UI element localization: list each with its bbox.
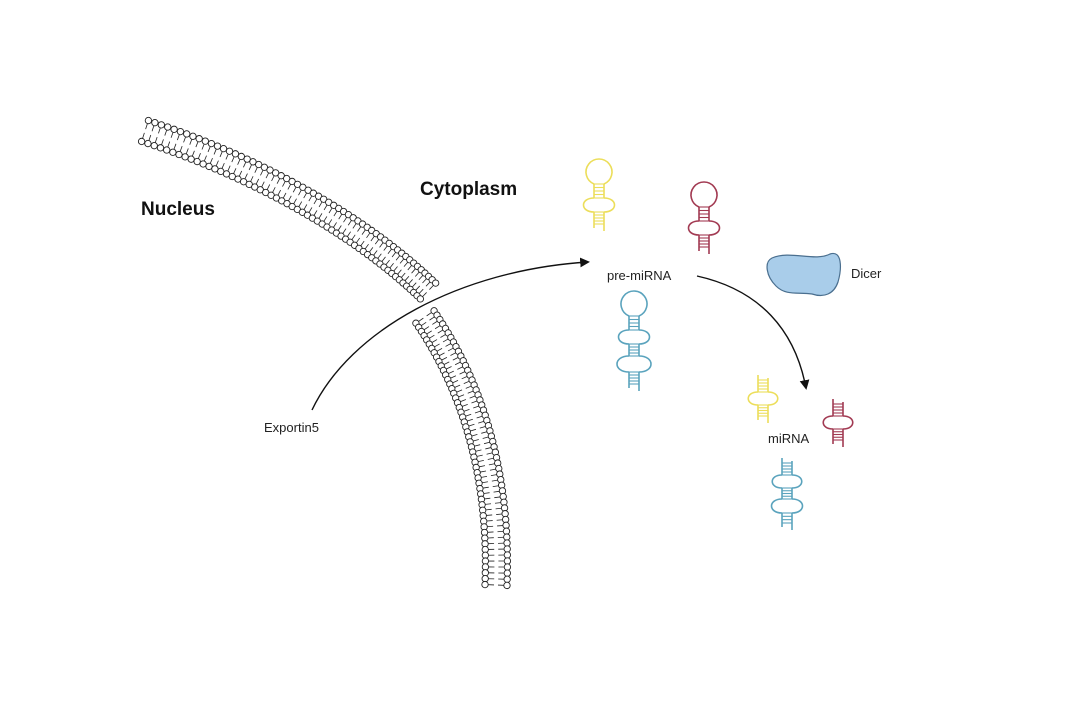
dicer-enzyme [766,252,841,297]
mirna-yellow [747,375,779,423]
pre-mirna-red [687,181,721,254]
export-arrow [311,257,590,411]
dicer-processing-arrow [696,275,810,390]
pre-mirna-blue [616,290,652,391]
pre-mirna-label: pre-miRNA [607,268,672,283]
mirna-label: miRNA [768,431,809,446]
mirna-red [822,399,854,447]
pre-mirna-yellow [582,158,616,231]
cytoplasm-label: Cytoplasm [420,179,517,200]
dicer-label: Dicer [851,266,882,281]
nuclear-membrane-upper [137,116,440,303]
mirna-blue [770,458,804,530]
nuclear-membrane-lower [412,307,512,590]
nucleus-label: Nucleus [141,199,215,220]
exportin-label: Exportin5 [264,420,319,435]
